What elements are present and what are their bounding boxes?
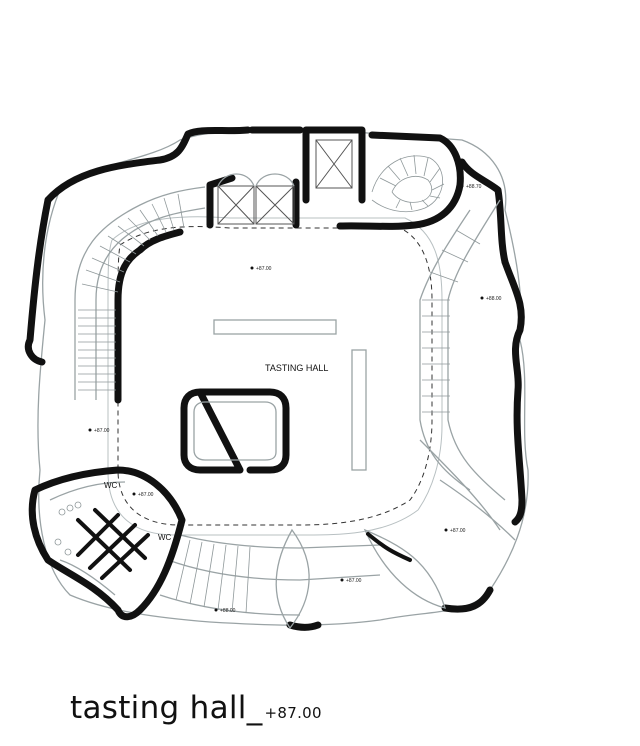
wall-bottom-right	[441, 586, 494, 613]
stair-left-edge-mid	[95, 207, 206, 400]
wall-bottom-mid	[286, 621, 322, 631]
room-top-box-b-cross	[255, 185, 295, 225]
stair-right-edge-2	[447, 199, 506, 501]
planter-leaf-2	[363, 528, 446, 609]
room-top-box-a	[217, 185, 255, 225]
level-mark-bottom-mid: +87.00	[340, 578, 362, 584]
right-wing-line	[419, 439, 516, 541]
shaft-box-cross	[315, 139, 353, 189]
stair-bottom-edge-1	[179, 534, 381, 549]
spiral-stair-inner	[391, 176, 432, 203]
plan-caption: tasting hall_+87.00	[70, 690, 322, 726]
hall-dashed-perimeter	[117, 226, 433, 526]
level-mark-bottom-stair: +88.00	[214, 608, 236, 614]
bar-counter-vertical	[351, 349, 367, 471]
svg-text:+88.70: +88.70	[466, 184, 482, 190]
wc-inner-line	[49, 481, 126, 596]
level-mark-right: +88.00	[480, 296, 502, 302]
room-label-wc-1: WC	[104, 481, 118, 490]
bar-counter-horizontal	[213, 319, 337, 335]
room-top-left-walls	[206, 174, 300, 229]
level-mark-top-right: +88.70	[460, 184, 482, 190]
svg-text:+87.00: +87.00	[94, 428, 110, 434]
wall-right-upper	[458, 158, 509, 266]
stair-bottom-edge-3	[159, 594, 301, 616]
stair-left-inner-wall	[114, 228, 184, 404]
wall-right	[501, 258, 526, 526]
svg-text:+87.00: +87.00	[256, 266, 272, 272]
plan-title: tasting hall_	[70, 690, 263, 726]
wc-block-wall	[28, 466, 186, 621]
stair-bottom-treads	[175, 539, 251, 614]
wc-fixtures	[54, 501, 82, 556]
planter-leaf-1	[275, 528, 310, 630]
stair-left-edge-outer	[74, 186, 206, 400]
svg-text:+87.00: +87.00	[346, 578, 362, 584]
svg-text:+88.00: +88.00	[220, 608, 236, 614]
svg-text:+87.00: +87.00	[450, 528, 466, 534]
hall-inner-line	[107, 216, 443, 536]
room-top-box-a-cross	[217, 185, 255, 225]
plan-level: +87.00	[264, 704, 322, 722]
room-top-box-b	[255, 185, 295, 225]
level-mark-left: +87.00	[88, 428, 110, 434]
stair-right-edge-1	[419, 209, 471, 491]
room-label-tasting-hall: TASTING HALL	[265, 363, 328, 373]
arch-b	[255, 173, 295, 187]
level-mark-center-top: +87.00	[250, 266, 272, 272]
stair-bottom-edge-2	[167, 559, 381, 581]
spiral-stair-treads	[379, 154, 445, 211]
arch-a	[217, 173, 255, 187]
core-inner	[193, 401, 277, 461]
wall-left	[24, 196, 52, 366]
core-wall	[180, 388, 290, 474]
level-mark-bottom-right: +87.00	[444, 528, 466, 534]
spiral-stair-outer	[371, 155, 443, 213]
level-mark-wc: +87.00	[132, 492, 154, 498]
svg-text:+88.00: +88.00	[486, 296, 502, 302]
svg-text:+87.00: +87.00	[138, 492, 154, 498]
room-label-wc-2: WC	[158, 533, 172, 542]
wall-leaf-2-edge	[366, 532, 412, 562]
shaft-box	[315, 139, 353, 189]
stair-right-treads	[422, 229, 481, 413]
shaft-walls	[302, 126, 366, 204]
wc-stalls	[76, 508, 150, 580]
stair-left-treads	[78, 193, 185, 391]
wall-top-left	[44, 126, 252, 204]
